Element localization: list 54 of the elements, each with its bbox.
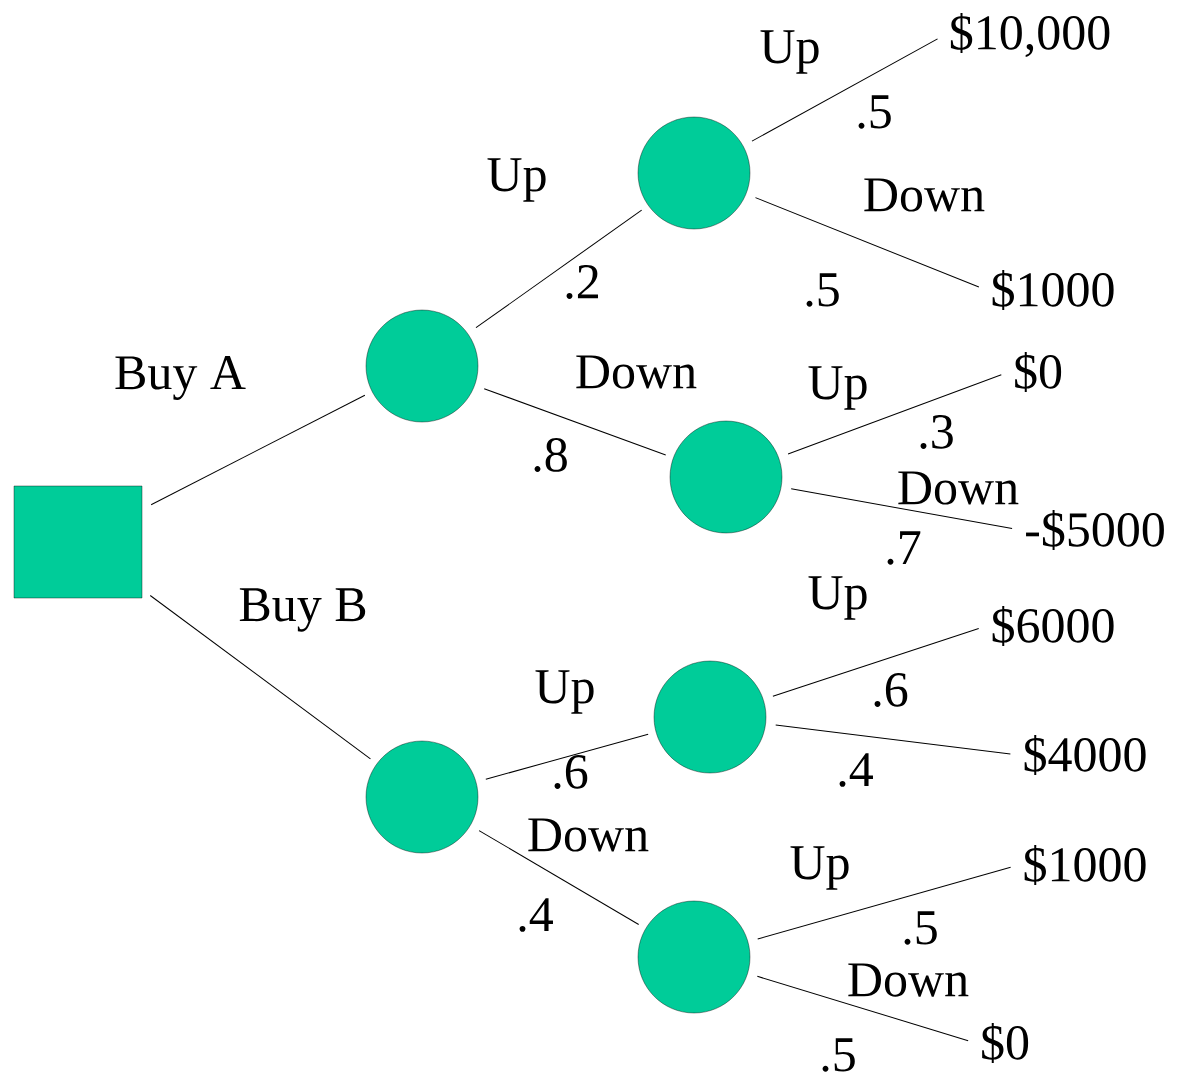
payoff-label: $10,000	[950, 13, 1110, 57]
branch-line	[483, 388, 667, 456]
edge-label: Up	[790, 846, 849, 890]
branch-line	[790, 488, 1013, 530]
edge-label: Down	[848, 963, 969, 997]
chance-circle	[365, 309, 479, 423]
probability-label: .3	[920, 415, 953, 449]
payoff-label: $1000	[992, 270, 1114, 310]
payoff-label: $6000	[992, 606, 1114, 646]
edge-label: Down	[864, 178, 985, 212]
edge-label: Up	[760, 30, 819, 74]
probability-label: .5	[904, 911, 937, 945]
branch-line	[478, 830, 640, 925]
branch-line	[475, 209, 643, 329]
chance-circle	[653, 660, 767, 774]
edge-label: Down	[528, 818, 649, 852]
branch-line	[485, 733, 649, 780]
chance-circle	[669, 420, 783, 534]
payoff-label: $1000	[1024, 845, 1146, 885]
edge-label: Up	[487, 158, 546, 202]
payoff-label: $4000	[1024, 735, 1146, 775]
branch-line	[775, 724, 1011, 755]
edge-label: Up	[535, 670, 594, 714]
probability-label: .6	[874, 673, 908, 707]
branch-line	[754, 197, 980, 288]
chance-circle	[637, 900, 751, 1014]
branch-line	[772, 628, 980, 697]
probability-label: .8	[534, 438, 567, 472]
edge-label: Down	[576, 355, 697, 389]
branch-line	[787, 374, 1002, 455]
branch-line	[751, 38, 939, 142]
branch-line	[756, 975, 969, 1042]
edge-label: Buy A	[115, 356, 246, 400]
probability-label: .2	[566, 265, 598, 299]
probability-label: .4	[519, 898, 553, 932]
edge-label: Up	[808, 576, 867, 620]
edge-label: Buy B	[239, 588, 366, 632]
branch-line	[150, 394, 366, 506]
probability-label: .4	[839, 753, 873, 787]
edge-label: Up	[808, 366, 867, 410]
probability-label: .5	[806, 273, 839, 307]
edge-label: Down	[898, 471, 1019, 505]
branch-line	[757, 866, 1012, 940]
payoff-label: $0	[1015, 352, 1062, 392]
probability-label: .5	[858, 95, 891, 129]
chance-circle	[365, 740, 479, 854]
payoff-label: $0	[982, 1023, 1029, 1063]
probability-label: .7	[887, 531, 921, 565]
decision-square	[13, 485, 143, 599]
probability-label: .5	[822, 1038, 855, 1072]
probability-label: .6	[554, 755, 588, 789]
branch-line	[149, 595, 371, 760]
payoff-label: -$5000	[1026, 510, 1164, 550]
chance-circle	[637, 116, 751, 230]
